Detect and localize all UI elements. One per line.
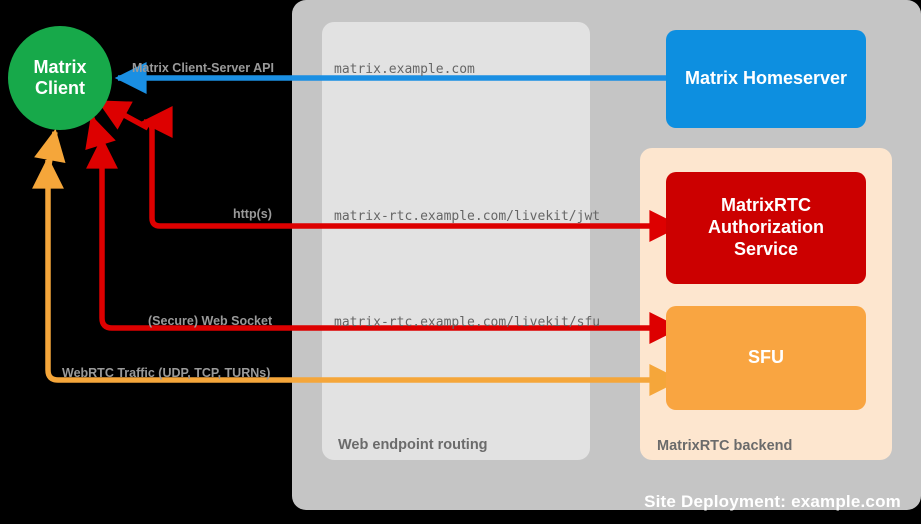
node-sfu[interactable]: SFU [666,306,866,410]
label-web-endpoint-routing: Web endpoint routing [338,437,488,453]
url-label-livekit-sfu: matrix-rtc.example.com/livekit/sfu [334,315,601,330]
node-matrix-client[interactable]: Matrix Client [8,26,112,130]
label-matrixrtc-backend: MatrixRTC backend [657,438,793,454]
node-auth-line1: MatrixRTC [720,195,811,216]
node-matrix-client-line2: Client [34,78,85,98]
edge-label-http: http(s) [233,207,272,221]
node-matrix-homeserver[interactable]: Matrix Homeserver [666,30,866,128]
node-sfu-label: SFU [748,347,784,368]
label-site-deployment: Site Deployment: example.com [644,492,901,511]
node-matrix-client-line1: Matrix [33,56,87,77]
url-label-matrix-example-com: matrix.example.com [334,62,475,77]
node-auth-line3: Service [733,238,799,259]
node-matrix-homeserver-label: Matrix Homeserver [684,68,848,89]
url-label-livekit-jwt: matrix-rtc.example.com/livekit/jwt [334,209,601,224]
node-auth-line2: Authorization [708,217,824,238]
edge-label-matrix-client-server-api: Matrix Client-Server API [132,61,274,75]
edge-label-webrtc-traffic: WebRTC Traffic (UDP, TCP, TURNs) [62,366,271,380]
edge-label-secure-web-socket: (Secure) Web Socket [148,314,273,328]
node-matrixrtc-authorization-service[interactable]: MatrixRTC Authorization Service [666,172,866,284]
web-endpoint-routing-container [322,22,590,460]
